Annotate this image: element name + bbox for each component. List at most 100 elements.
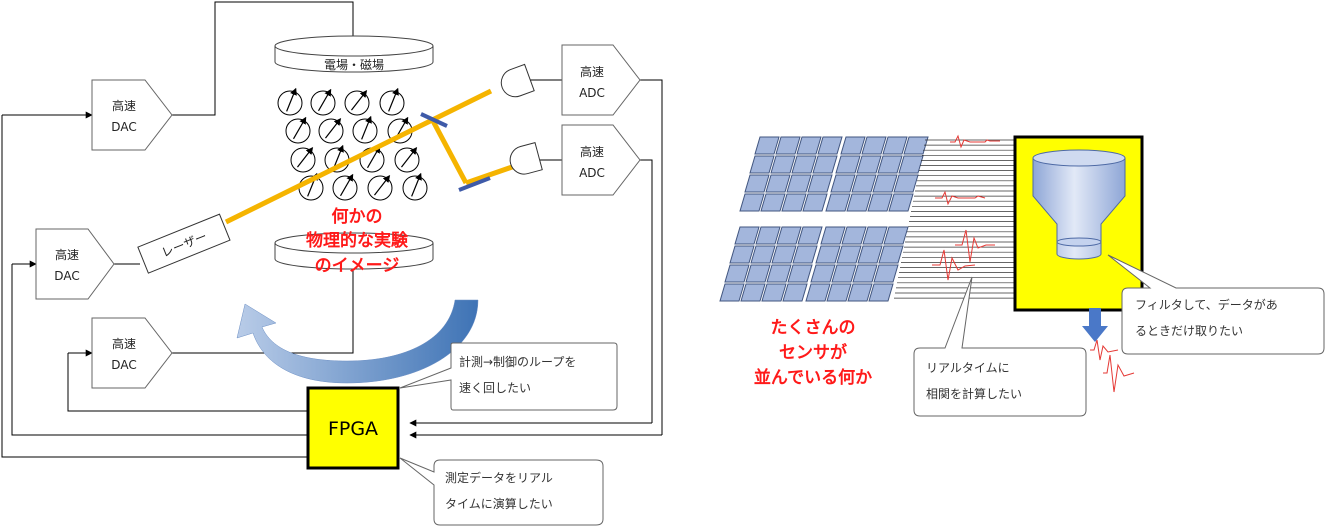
wiring: [1, 1, 663, 458]
sensor-cell: [861, 136, 887, 155]
sensor-cell: [740, 283, 766, 302]
sensor-cell: [877, 155, 903, 174]
sensor-cell: [867, 193, 893, 212]
callout-line-2: 相関を計算したい: [926, 386, 1022, 401]
sensor-panels: [719, 136, 929, 302]
filter-funnel-icon: [1032, 149, 1126, 260]
sensor-cell: [898, 155, 924, 174]
sensor-cell: [857, 245, 883, 264]
sensor-cell: [781, 193, 807, 212]
fpga-label: FPGA: [328, 418, 378, 440]
sensor-panel-bottom-right: [805, 226, 909, 302]
callout-filter: フィルタして、データがあ るときだけ取りたい: [1107, 254, 1325, 355]
spin-icon: [318, 118, 344, 144]
caption-line-3: 並んでいる何か: [754, 367, 872, 388]
sensor-cell: [856, 155, 882, 174]
adc-sub: ADC: [579, 86, 605, 100]
sensor-cell: [882, 136, 908, 155]
sensor-cell: [765, 174, 791, 193]
caption-line-3: のイメージ: [315, 256, 400, 276]
dac-title: 高速: [55, 247, 79, 262]
dac-title: 高速: [112, 336, 136, 351]
caption-line-2: センサが: [779, 342, 847, 363]
callout-correlation: リアルタイムに 相関を計算したい: [913, 276, 1087, 417]
sensor-cell: [749, 155, 775, 174]
sensor-cell: [862, 226, 888, 245]
spin-array: [277, 87, 428, 201]
mirror: [420, 112, 491, 192]
spin-icon: [344, 90, 370, 116]
sensor-cell: [745, 264, 771, 283]
signal-bundle: [894, 139, 1015, 299]
spin-icon: [285, 116, 311, 144]
sensor-panel-bottom-left: [719, 226, 823, 302]
filter-block: [1013, 135, 1144, 312]
adc-title: 高速: [580, 144, 604, 159]
sensor-panel-top-left: [739, 136, 843, 212]
sensor-cell: [812, 155, 838, 174]
adc-sub: ADC: [579, 166, 605, 180]
dac-title: 高速: [112, 98, 136, 113]
dac-sub: DAC: [54, 269, 79, 283]
sensor-cell: [802, 193, 828, 212]
sensor-cell: [830, 174, 856, 193]
sensor-cell: [786, 174, 812, 193]
callout-loop: 計測→制御のループを 速く回したい: [399, 342, 618, 411]
callout-line-1: 測定データをリアル: [445, 470, 553, 485]
sensor-cell: [825, 193, 851, 212]
sensor-cell: [729, 245, 755, 264]
sensor-cell: [835, 155, 861, 174]
dac-block-3: 高速 DAC: [91, 317, 173, 389]
sensor-cell: [744, 174, 770, 193]
field-label: 電場・磁場: [324, 57, 384, 72]
sensor-cell: [771, 245, 797, 264]
dac-block-2: 高速 DAC: [35, 228, 115, 300]
callout-line-2: タイムに演算したい: [445, 496, 553, 511]
feedback-loop-arrow: [236, 299, 479, 384]
sensor-cell: [878, 245, 904, 264]
field-electrode-bottom: [274, 232, 434, 270]
callout-realtime-calc: 測定データをリアル タイムに演算したい: [399, 457, 604, 526]
sensor-cell: [807, 174, 833, 193]
callout-line-2: るときだけ取りたい: [1135, 324, 1243, 338]
sensor-cell: [770, 155, 796, 174]
sensor-cell: [791, 155, 817, 174]
sensor-cell: [776, 226, 802, 245]
adc-title: 高速: [580, 64, 604, 79]
sensor-cell: [852, 264, 878, 283]
sensor-cell: [815, 245, 841, 264]
sensor-cell: [782, 283, 808, 302]
adc-block-1: 高速 ADC: [561, 44, 641, 116]
sensor-cell: [836, 245, 862, 264]
sensor-cell: [820, 226, 846, 245]
spin-icon: [290, 147, 316, 173]
callout-line-1: 計測→制御のループを: [459, 354, 576, 369]
sensor-cell: [903, 136, 929, 155]
sensor-cell: [775, 136, 801, 155]
sensor-cell: [826, 283, 852, 302]
caption-line-1: たくさんの: [771, 318, 856, 338]
spin-icon: [394, 147, 420, 173]
sensor-panel-top-right: [825, 136, 929, 212]
output-down-arrow: [1082, 308, 1108, 342]
sensor-cell: [805, 283, 831, 302]
sensor-caption: たくさんの センサが 並んでいる何か: [754, 318, 872, 388]
spin-icon: [277, 87, 303, 116]
field-electrode-top: 電場・磁場: [274, 35, 434, 73]
sensor-cell: [873, 264, 899, 283]
sensor-cell: [846, 193, 872, 212]
experiment-caption: 何かの 物理的な実験 のイメージ: [306, 206, 409, 276]
sensor-cell: [847, 283, 873, 302]
sensor-cell: [797, 226, 823, 245]
callout-line-1: リアルタイムに: [926, 361, 1010, 375]
signal-traces: [932, 134, 1135, 393]
adc-block-2: 高速 ADC: [561, 124, 641, 196]
sensor-cell: [750, 245, 776, 264]
callout-line-2: 速く回したい: [459, 381, 531, 395]
sensor-cell: [754, 136, 780, 155]
dac-sub: DAC: [111, 358, 136, 372]
sensor-cell: [787, 264, 813, 283]
caption-line-2: 物理的な実験: [306, 230, 409, 251]
sensor-cell: [851, 174, 877, 193]
